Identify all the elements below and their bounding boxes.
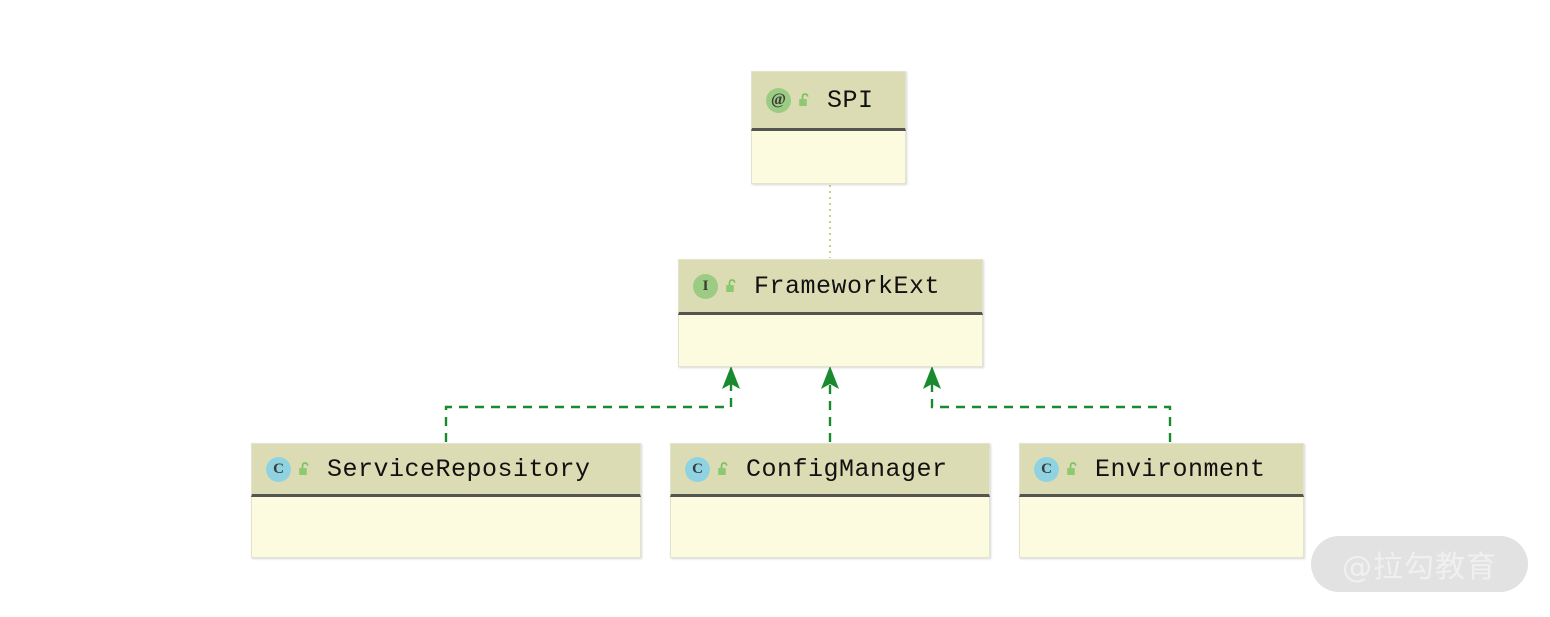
uml-node-spi[interactable]: @ SPI (751, 71, 906, 184)
uml-node-body (678, 315, 983, 367)
annotation-at-icon: @ (766, 87, 791, 113)
uml-node-header: C Environment (1019, 443, 1304, 497)
watermark-text: @拉勾教育 (1342, 550, 1497, 585)
uml-node-title: ConfigManager (746, 454, 948, 484)
uml-node-title: FrameworkExt (754, 271, 941, 301)
unlocked-padlock-icon (1065, 461, 1081, 477)
class-c-icon: C (1034, 456, 1059, 482)
unlocked-padlock-icon (297, 461, 313, 477)
unlocked-padlock-icon (797, 92, 813, 108)
unlocked-padlock-icon (724, 278, 740, 294)
unlocked-padlock-icon (716, 461, 732, 477)
uml-node-body (670, 497, 990, 558)
uml-node-body (1019, 497, 1304, 558)
watermark-badge: @拉勾教育 (1311, 536, 1528, 592)
uml-node-body (751, 131, 906, 184)
uml-node-header: I FrameworkExt (678, 259, 983, 315)
interface-i-icon: I (693, 273, 718, 299)
uml-node-title: Environment (1095, 454, 1266, 484)
edge-servicerepository-frameworkext (444, 366, 740, 442)
uml-node-header: C ConfigManager (670, 443, 990, 497)
class-c-icon: C (266, 456, 291, 482)
uml-node-config-manager[interactable]: C ConfigManager (670, 443, 990, 558)
uml-node-environment[interactable]: C Environment (1019, 443, 1304, 558)
uml-node-header: @ SPI (751, 71, 906, 131)
uml-node-title: ServiceRepository (327, 454, 591, 484)
class-c-icon: C (685, 456, 710, 482)
edge-configmanager-frameworkext (821, 366, 839, 442)
uml-node-body (251, 497, 641, 558)
edge-environment-frameworkext (923, 366, 1172, 442)
uml-node-title: SPI (827, 85, 874, 115)
uml-node-header: C ServiceRepository (251, 443, 641, 497)
uml-node-framework-ext[interactable]: I FrameworkExt (678, 259, 983, 367)
uml-node-service-repository[interactable]: C ServiceRepository (251, 443, 641, 558)
